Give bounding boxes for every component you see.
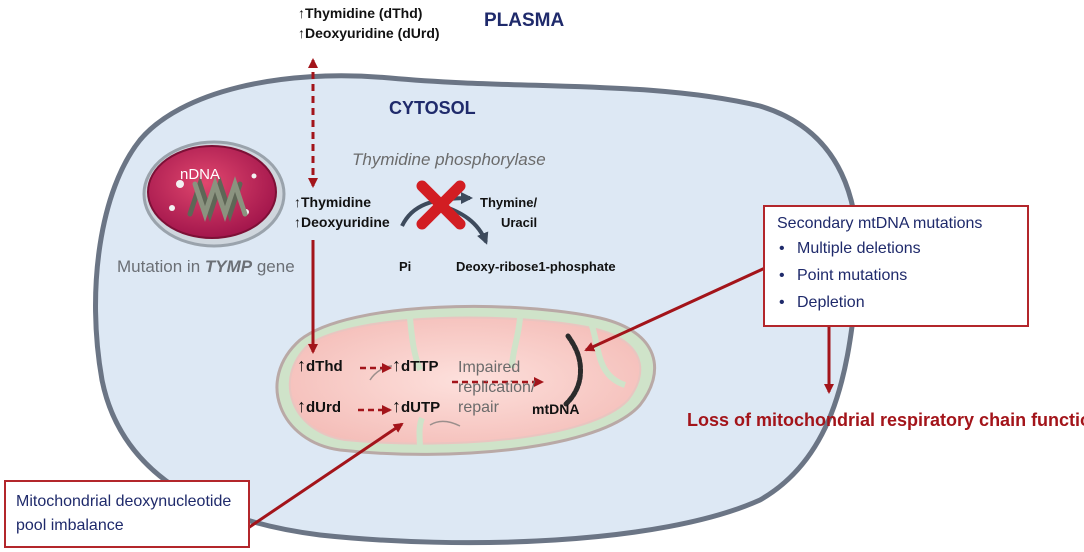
nucleus xyxy=(142,140,286,248)
blocked-enzyme-x-icon xyxy=(416,180,466,230)
mutation-caption-gene: TYMP xyxy=(204,257,253,276)
pool-box-line2: pool imbalance xyxy=(16,517,124,534)
product-thymine-uracil-label: Thymine/ Uracil xyxy=(480,195,538,230)
deoxyribose-label: Deoxy-ribose1-phosphate xyxy=(456,259,616,274)
mitochondrion xyxy=(275,304,657,456)
plasma-thymidine-label: ↑Thymidine (dThd) xyxy=(298,5,423,21)
outcome-label: Loss of mitochondrial respiratory chain … xyxy=(687,410,1084,430)
mtdna-label: mtDNA xyxy=(532,401,580,417)
pool-imbalance-box: Mitochondrial deoxynucleotide pool imbal… xyxy=(4,480,250,548)
secondary-box-item: • Point mutations xyxy=(777,262,1027,289)
secondary-box-title: Secondary mtDNA mutations xyxy=(777,215,983,232)
mito-dttp-text: dTTP xyxy=(401,358,439,375)
mito-dutp-text: dUTP xyxy=(401,399,441,416)
secondary-box-item: • Multiple deletions xyxy=(777,235,1027,262)
enzyme-label: Thymidine phosphorylase xyxy=(352,150,546,169)
mito-dttp-label: ↑dTTP xyxy=(392,355,439,376)
secondary-item-text: Multiple deletions xyxy=(797,240,921,257)
mito-dthd-text: dThd xyxy=(306,358,343,375)
bullet-icon: • xyxy=(779,294,785,311)
pool-box-line1: Mitochondrial deoxynucleotide xyxy=(16,493,232,510)
nucleus-mutation-caption: Mutation in TYMP gene xyxy=(117,257,295,277)
cytosol-compartment-label: CYTOSOL xyxy=(389,98,476,118)
up-arrow-icon: ↑ xyxy=(297,396,306,416)
pi-label: Pi xyxy=(399,259,412,274)
plasma-compartment-label: PLASMA xyxy=(484,10,565,31)
secondary-box-to-mtdna-arrow xyxy=(584,266,766,352)
mito-durd-label: ↑dUrd xyxy=(297,396,341,417)
cytosol-deoxyuridine-label: ↑Deoxyuridine xyxy=(294,214,390,230)
nucleus-dna-label: nDNA xyxy=(180,166,221,183)
up-arrow-icon: ↑ xyxy=(392,396,401,416)
pool-box-to-dutp-arrow xyxy=(247,422,404,530)
mito-dutp-label: ↑dUTP xyxy=(392,396,440,417)
bullet-icon: • xyxy=(779,267,785,284)
secondary-box-item: • Depletion xyxy=(777,289,1027,316)
up-arrow-icon: ↑ xyxy=(297,355,306,375)
mtdna-coil-icon xyxy=(563,333,583,407)
secondary-mutations-box: Secondary mtDNA mutations • Multiple dele… xyxy=(763,205,1029,327)
nuclear-dna-helix-icon xyxy=(187,176,248,222)
up-arrow-icon: ↑ xyxy=(392,355,401,375)
plasma-deoxyuridine-label: ↑Deoxyuridine (dUrd) xyxy=(298,25,440,41)
impaired-replication-label: Impaired replication/ repair xyxy=(458,359,536,416)
mito-dthd-label: ↑dThd xyxy=(297,355,343,376)
mito-durd-text: dUrd xyxy=(306,399,341,416)
cytosol-thymidine-label: ↑Thymidine xyxy=(294,194,372,210)
mutation-caption-suffix: gene xyxy=(252,257,295,276)
reaction-curve-forward-icon xyxy=(400,192,473,227)
secondary-item-text: Depletion xyxy=(797,294,865,311)
secondary-item-text: Point mutations xyxy=(797,267,908,284)
mutation-caption-prefix: Mutation in xyxy=(117,257,205,276)
bullet-icon: • xyxy=(779,240,785,257)
